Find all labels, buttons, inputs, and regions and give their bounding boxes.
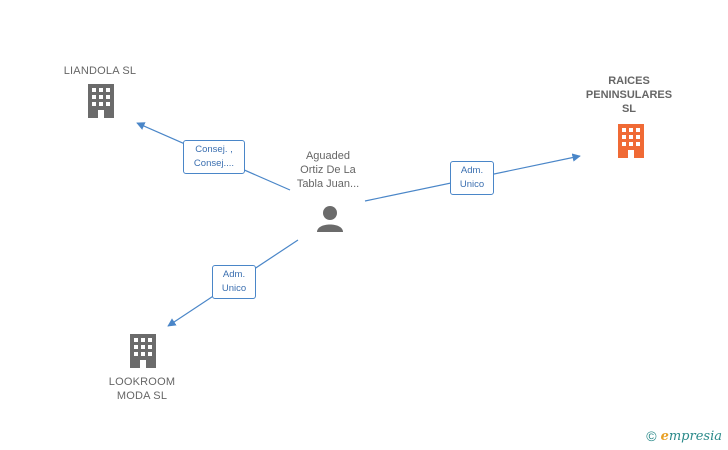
edge-label-consej: Consej. , Consej....	[183, 140, 245, 174]
brand-logo: empresia	[660, 428, 722, 444]
company-label-liandola: LIANDOLA SL	[63, 65, 137, 77]
empresia-watermark: © empresia	[646, 428, 722, 444]
edge-label-adm-unico-raices: Adm. Unico	[450, 161, 494, 195]
copyright-symbol: ©	[646, 428, 657, 444]
building-icon[interactable]	[128, 334, 158, 368]
company-label-raices: RAICES PENINSULARES SL	[585, 75, 673, 115]
building-icon[interactable]	[86, 84, 116, 118]
company-label-lookroom: LOOKROOM MODA SL	[108, 376, 176, 402]
building-icon[interactable]	[616, 124, 646, 158]
edge-label-adm-unico-lookroom: Adm. Unico	[212, 265, 256, 299]
person-label: Aguaded Ortiz De La Tabla Juan...	[296, 150, 360, 190]
person-icon[interactable]	[316, 204, 344, 232]
